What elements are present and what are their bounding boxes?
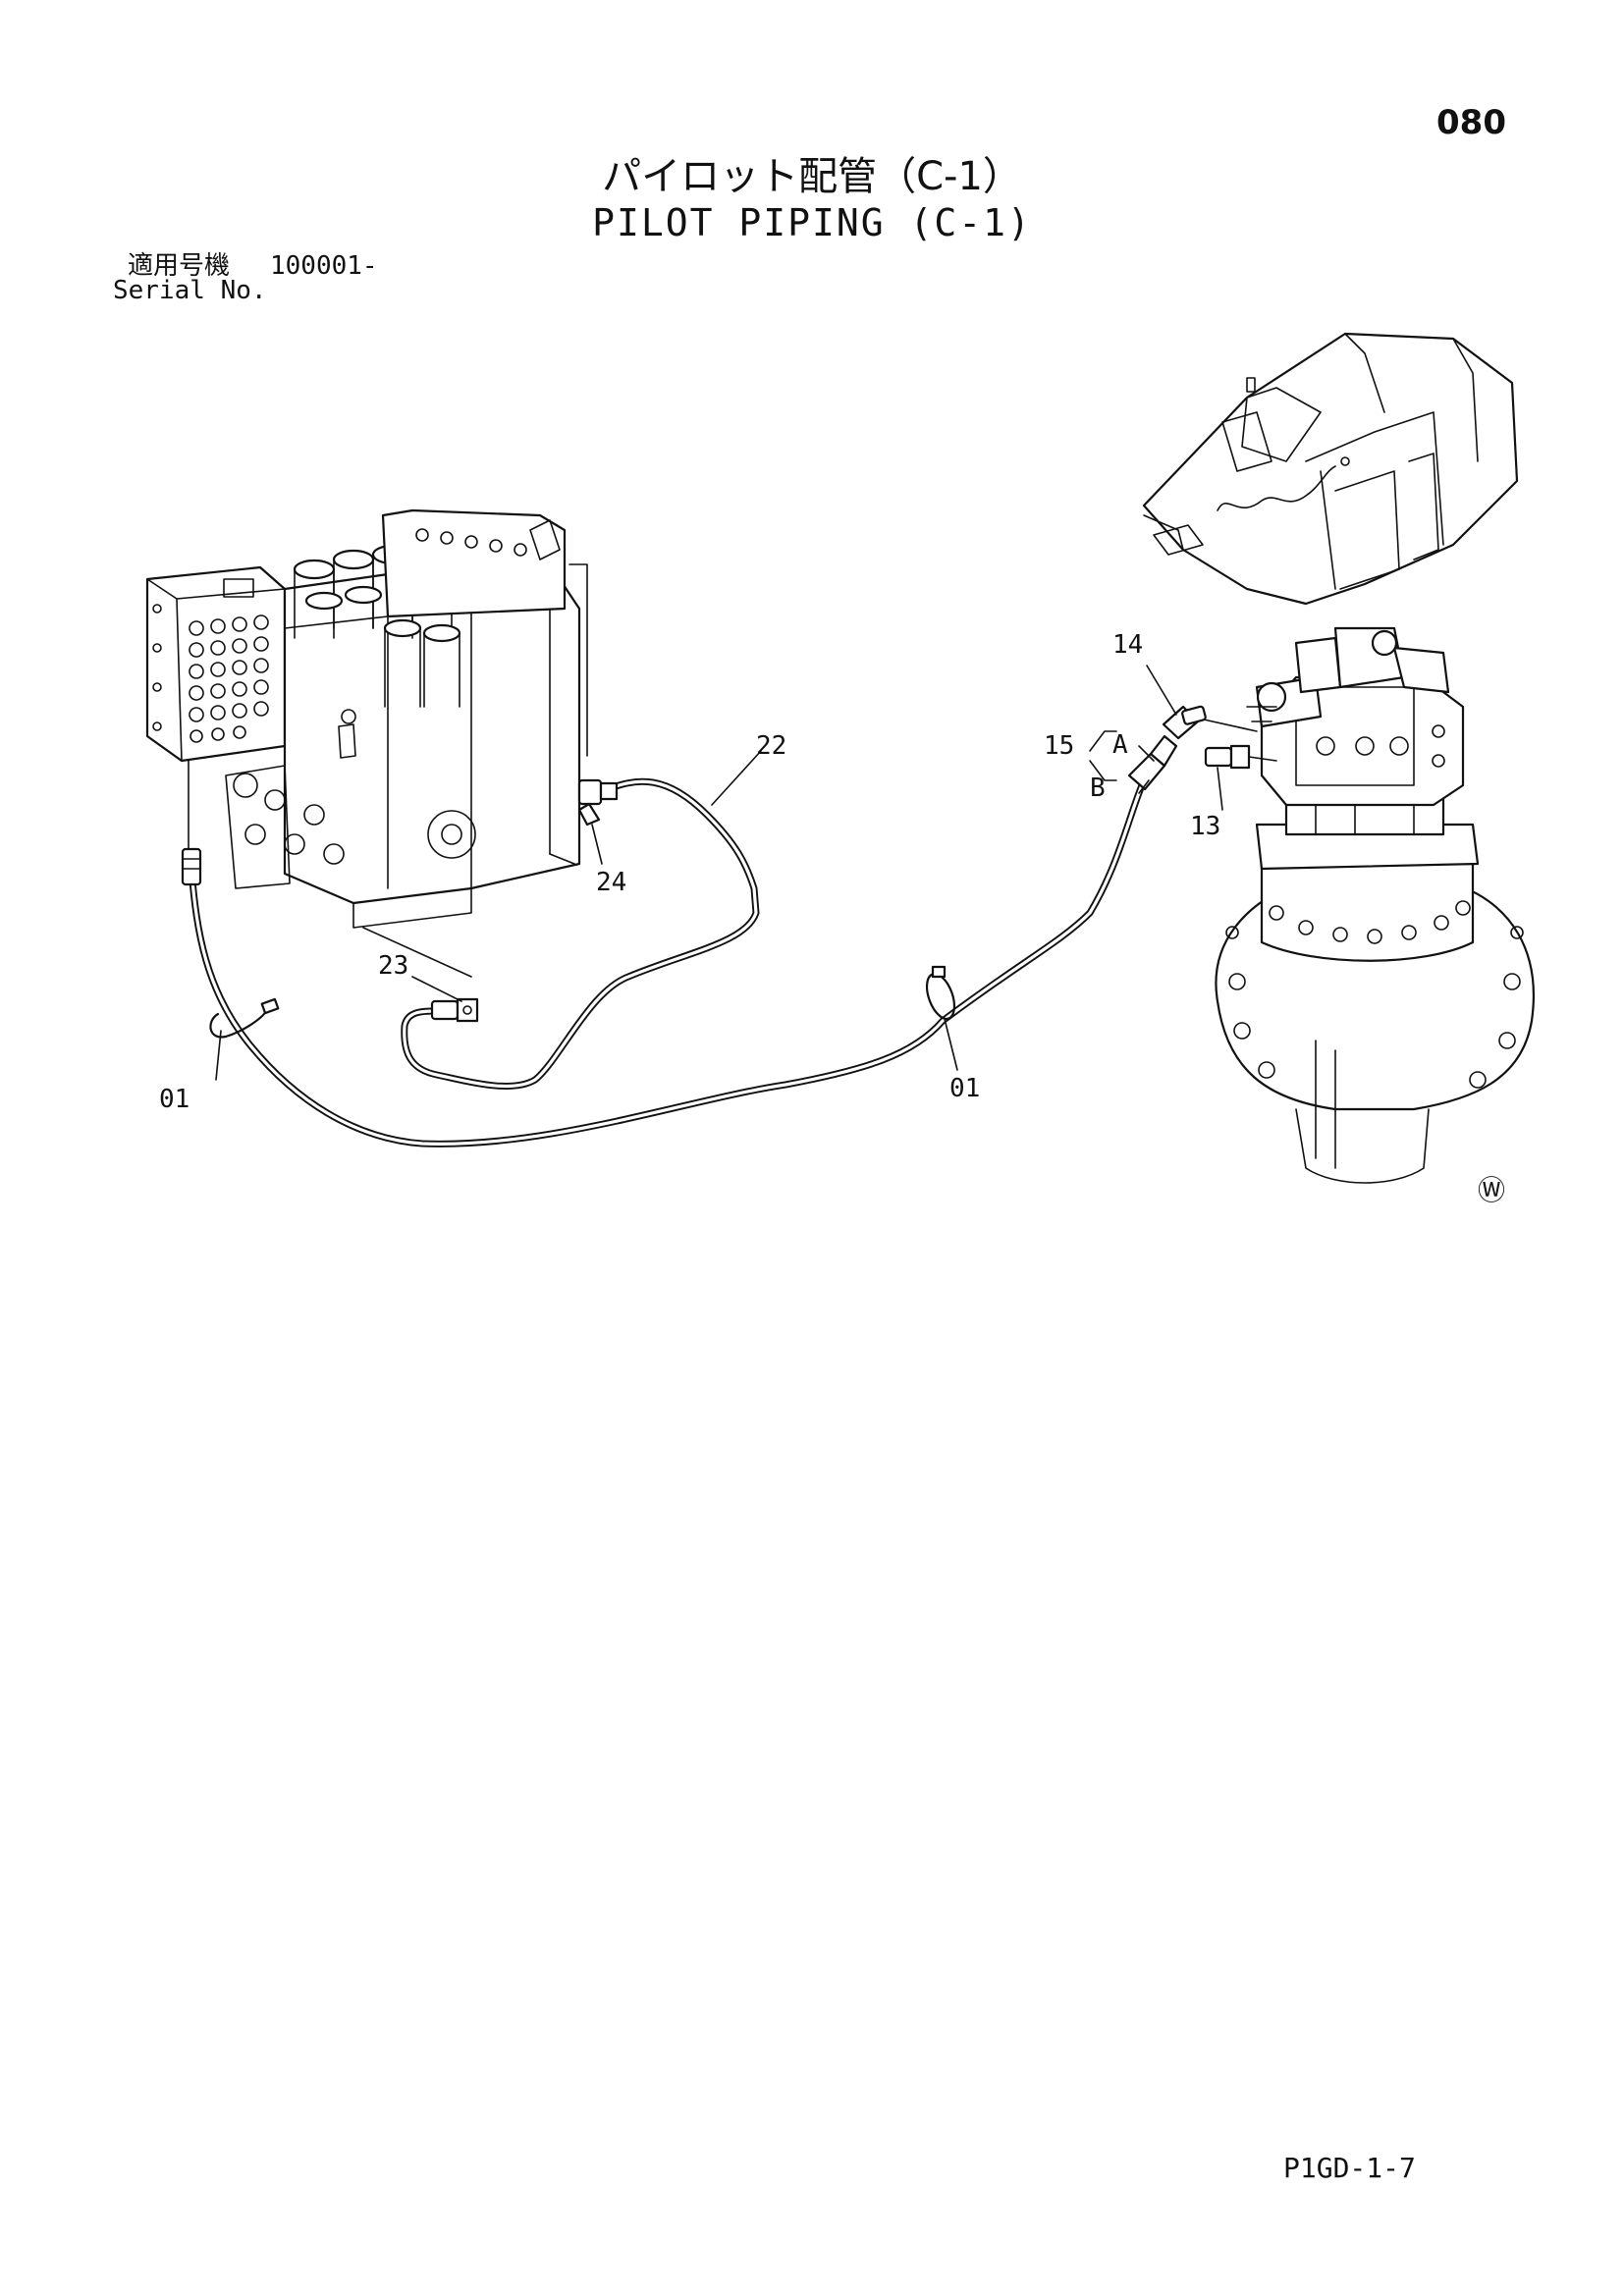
clamp-01-left (209, 997, 280, 1039)
page-number: 080 (1436, 103, 1506, 142)
fitting-24 (577, 778, 619, 827)
callout-15: 15 (1044, 731, 1074, 761)
leader-lines (215, 665, 1223, 1081)
control-valve-assembly (145, 508, 588, 978)
w-mark-symbol: Ⓦ (1478, 1174, 1505, 1206)
callout-13: 13 (1190, 812, 1220, 841)
callout-15-a: A (1112, 730, 1128, 760)
swing-motor-assembly (1215, 626, 1535, 1184)
cab-reference-view (1142, 332, 1519, 606)
steel-pipe-22 (401, 777, 760, 1090)
document-code: P1GD-1-7 (1283, 2152, 1416, 2184)
serial-label-english: Serial No. (113, 276, 267, 305)
callout-24: 24 (596, 868, 626, 897)
serial-value: 100001- (270, 251, 378, 281)
fitting-14 (1162, 705, 1258, 740)
callout-22: 22 (756, 731, 786, 761)
callout-14: 14 (1112, 630, 1143, 660)
title-japanese: パイロット配管（C-1） (602, 154, 1022, 199)
callout-01-left: 01 (159, 1085, 189, 1114)
callout-15-b: B (1090, 774, 1106, 803)
fitting-23 (430, 997, 479, 1023)
fitting-13 (1204, 744, 1277, 770)
serial-label-japanese: 適用号機 (128, 251, 231, 281)
clamp-01-right (925, 965, 956, 1021)
pilot-hose-15 (181, 734, 1178, 1148)
callout-23: 23 (378, 951, 408, 981)
callout-01-right: 01 (949, 1074, 980, 1103)
title-english: PILOT PIPING (C-1) (592, 201, 1032, 244)
